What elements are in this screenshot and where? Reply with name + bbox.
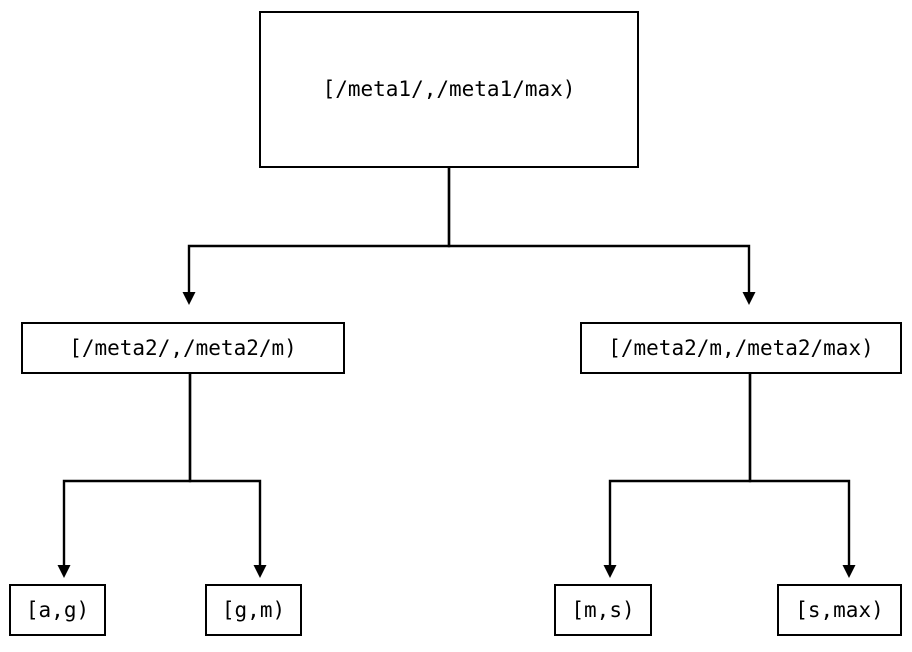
edge-mid-left-to-leaf-2	[188, 374, 267, 578]
tree-node-root-label: [/meta1/,/meta1/max)	[322, 77, 576, 101]
tree-node-leaf-3-label: [m,s)	[571, 597, 635, 622]
edge-root-to-mid-right	[447, 168, 756, 305]
edge-root-to-mid-left	[182, 168, 451, 305]
arrowhead-icon	[603, 565, 617, 578]
tree-node-leaf-4[interactable]: [s,max)	[777, 584, 902, 636]
edge-mid-right-to-leaf-4	[748, 374, 856, 578]
tree-node-leaf-1[interactable]: [a,g)	[9, 584, 106, 636]
arrowhead-icon	[253, 565, 267, 578]
tree-node-mid-right[interactable]: [/meta2/m,/meta2/max)	[580, 322, 902, 374]
tree-node-leaf-2-label: [g,m)	[221, 597, 286, 622]
tree-node-root[interactable]: [/meta1/,/meta1/max)	[259, 11, 639, 168]
tree-node-mid-left[interactable]: [/meta2/,/meta2/m)	[21, 322, 345, 374]
tree-node-mid-left-label: [/meta2/,/meta2/m)	[69, 335, 297, 360]
tree-node-leaf-1-label: [a,g)	[25, 597, 90, 622]
arrowhead-icon	[57, 565, 71, 578]
tree-node-leaf-4-label: [s,max)	[795, 597, 884, 622]
edge-mid-right-to-leaf-3	[603, 374, 752, 578]
edge-mid-left-to-leaf-1	[57, 374, 192, 578]
tree-node-leaf-3[interactable]: [m,s)	[554, 584, 652, 636]
arrowhead-icon	[182, 292, 196, 305]
tree-node-leaf-2[interactable]: [g,m)	[205, 584, 302, 636]
arrowhead-icon	[842, 565, 856, 578]
tree-node-mid-right-label: [/meta2/m,/meta2/max)	[608, 335, 874, 360]
arrowhead-icon	[742, 292, 756, 305]
